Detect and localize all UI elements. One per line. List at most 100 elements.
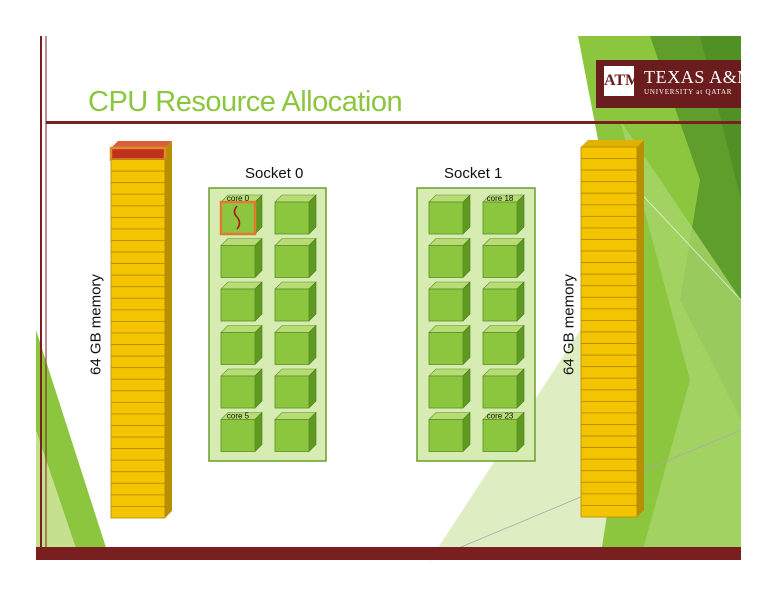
- logo-subtitle: UNIVERSITY at QATAR: [644, 88, 733, 96]
- green-deco-light: [620, 120, 741, 560]
- memory-1-block: [580, 320, 638, 333]
- socket-0-core: [274, 288, 310, 322]
- memory-1-block: [580, 493, 638, 506]
- socket-1-core-side: [462, 237, 471, 279]
- title-rule: [46, 121, 741, 124]
- memory-0-block: [110, 297, 166, 311]
- socket-0-core-side: [254, 237, 263, 279]
- socket-1-core-side: [462, 281, 471, 322]
- socket-1-core-side: [516, 237, 525, 279]
- socket-1-core: [482, 419, 518, 452]
- socket-1-core-side: [516, 194, 525, 235]
- logo-name: TEXAS A&M: [644, 67, 754, 87]
- memory-0-block: [110, 240, 166, 253]
- socket-1-core: [482, 332, 518, 365]
- memory-1-block: [580, 458, 638, 472]
- socket-0-core: [274, 201, 310, 235]
- socket-0-core: [274, 245, 310, 278]
- memory-0-block: [110, 205, 166, 218]
- socket-1-core: [482, 288, 518, 322]
- socket-0-core: [274, 375, 310, 409]
- memory-0-block: [110, 413, 166, 426]
- memory-0-block: [110, 425, 166, 438]
- socket-1-core-side: [516, 411, 525, 453]
- memory-1-block: [580, 262, 638, 275]
- memory-0-block: [110, 159, 166, 172]
- green-deco-left-light: [36, 430, 80, 560]
- memory-0-block: [110, 506, 166, 519]
- memory-1-block: [580, 239, 638, 252]
- memory-1-block: [580, 435, 638, 449]
- memory-1-block: [580, 481, 638, 495]
- memory-0-block: [110, 251, 166, 265]
- socket-0-core-side: [254, 368, 263, 409]
- memory-0-block: [110, 193, 166, 207]
- socket-0-core-side: [308, 237, 317, 279]
- memory-0-block: [110, 309, 166, 322]
- socket-1-core: [428, 419, 464, 452]
- socket-0-core: [220, 288, 256, 322]
- memory-0-side: [165, 141, 172, 518]
- socket-0-label: Socket 0: [245, 165, 304, 182]
- memory-1-block: [580, 285, 638, 298]
- socket-0-core: [274, 419, 310, 452]
- memory-1-block: [580, 308, 638, 321]
- socket-1-core: [428, 375, 464, 409]
- memory-1-block: [580, 204, 638, 217]
- socket-1-core-side: [516, 324, 525, 366]
- socket-1-core-side: [462, 368, 471, 409]
- memory-1-block: [580, 354, 638, 368]
- socket-0-core-side: [308, 368, 317, 409]
- memory-0-block: [110, 436, 166, 450]
- socket-1-core: [482, 375, 518, 409]
- memory-1-block: [580, 192, 638, 206]
- socket-0-core-side: [254, 411, 263, 453]
- socket-0-core-side: [308, 281, 317, 322]
- memory-0-block: [110, 459, 166, 473]
- memory-0-block: [110, 448, 166, 461]
- memory-right-label: 64 GB memory: [560, 274, 578, 375]
- socket-0-core-side: [254, 324, 263, 366]
- memory-1-block: [580, 158, 638, 171]
- memory-1-block: [580, 146, 638, 159]
- memory-1-block: [580, 400, 638, 414]
- socket-0-core-side: [308, 324, 317, 366]
- memory-1-block: [580, 215, 638, 229]
- memory-0-block: [110, 170, 166, 184]
- socket-1-core-label: core 18: [487, 194, 514, 203]
- memory-1-block: [580, 389, 638, 402]
- socket-0-core-label: core 5: [227, 412, 250, 421]
- socket-1-label: Socket 1: [444, 165, 503, 182]
- memory-1-block: [580, 181, 638, 194]
- memory-1-block: [580, 424, 638, 437]
- socket-0-core-side: [308, 194, 317, 235]
- memory-1-block: [580, 377, 638, 391]
- socket-1-core: [428, 332, 464, 365]
- memory-0-block: [110, 332, 166, 345]
- memory-0-block: [110, 344, 166, 357]
- memory-0-block: [110, 182, 166, 195]
- memory-0-block: [110, 494, 166, 507]
- socket-0-core-side: [308, 411, 317, 453]
- socket-0-core: [220, 332, 256, 365]
- memory-1-block: [580, 296, 638, 310]
- socket-0-core: [274, 332, 310, 365]
- socket-1-core: [482, 201, 518, 235]
- socket-1-core: [482, 245, 518, 278]
- memory-0-block: [110, 263, 166, 276]
- memory-1-side: [637, 140, 644, 517]
- thread-icon: [233, 205, 241, 230]
- socket-1-core-side: [462, 194, 471, 235]
- university-logo: ATM TEXAS A&M UNIVERSITY at QATAR: [604, 66, 754, 104]
- memory-0-top: [111, 141, 172, 148]
- memory-1-block: [580, 505, 638, 518]
- socket-1-core-side: [516, 368, 525, 409]
- socket-1-core: [428, 288, 464, 322]
- memory-0-block: [110, 367, 166, 380]
- memory-1-block: [580, 447, 638, 460]
- memory-0-block: [109, 146, 167, 161]
- socket-0-core: [220, 375, 256, 409]
- memory-0-block: [110, 378, 166, 392]
